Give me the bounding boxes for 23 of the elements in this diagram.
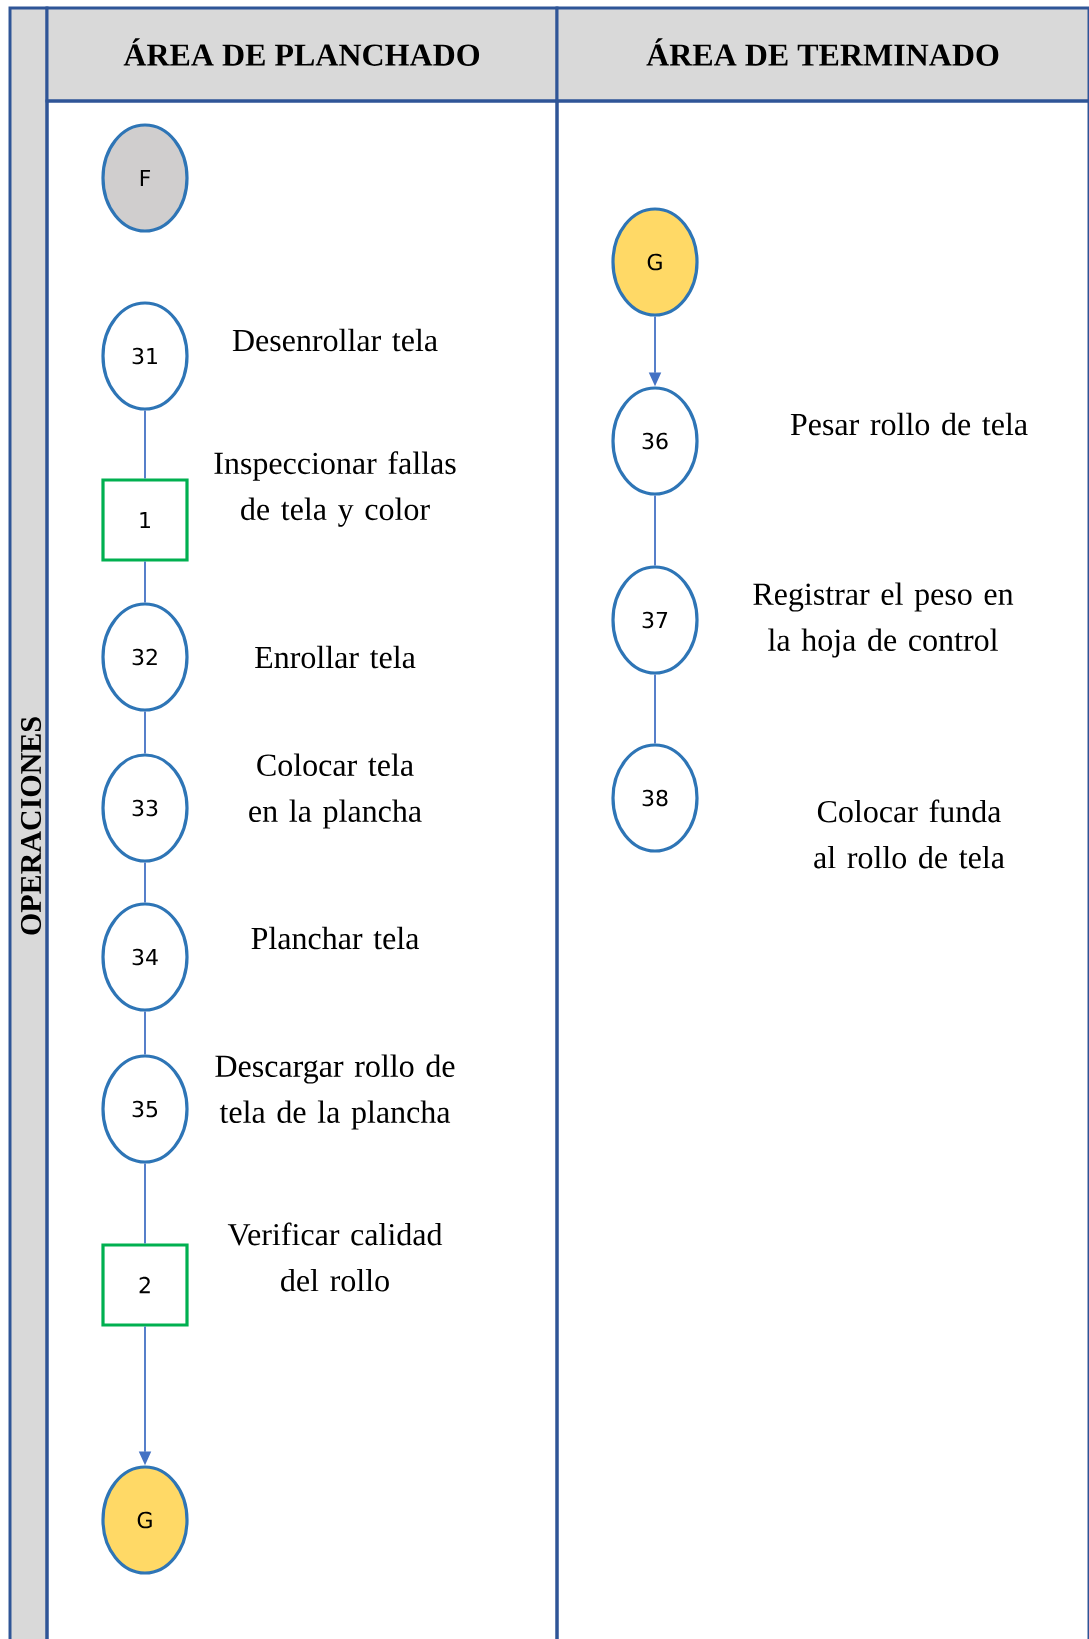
step-label: Registrar el peso en la hoja de control [753,582,1014,658]
inspection-square: 1 [101,478,189,562]
connector-line [654,673,656,745]
connector-line [654,494,656,567]
step-label: Planchar tela [251,926,419,950]
step-label: Colocar funda al rollo de tela [814,799,1005,869]
node-label: ÁREA DE PLANCHADO [123,38,480,66]
connector-line [144,1010,146,1056]
step-label: Inspeccionar fallas de tela y color [214,451,456,527]
node-label: ÁREA DE TERMINADO [646,38,999,66]
row-band: OPERACIONES [8,6,49,1639]
connector-line [144,409,146,480]
step-label: Colocar tela en la plancha [249,753,422,829]
connector-line [144,1162,146,1245]
connector-line [144,861,146,904]
step-label: Descargar rollo de tela de la plancha [215,1054,455,1130]
step-label: Desenrollar tela [232,328,438,352]
connector-line [144,560,146,604]
connector-line [144,710,146,755]
step-label: Enrollar tela [255,645,416,669]
inspection-square: 2 [101,1243,189,1327]
step-label: Pesar rollo de tela [790,412,1028,436]
step-label: Verificar calidad del rollo [227,1222,443,1292]
